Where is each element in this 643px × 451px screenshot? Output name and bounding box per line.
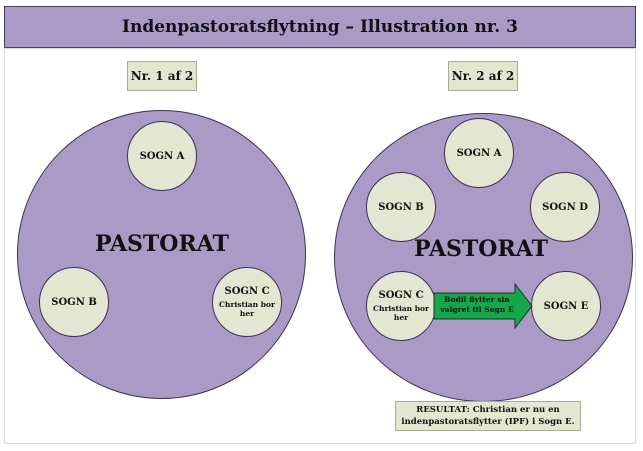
sogn-name: SOGN C [224, 286, 270, 297]
sogn-name: SOGN A [456, 147, 502, 159]
panel-2-sogn-b: SOGN B [366, 172, 436, 242]
result-box: RESULTAT: Christian er nu en indenpastor… [395, 401, 581, 431]
sogn-note: Christian bor her [373, 304, 429, 322]
sogn-name: SOGN B [378, 201, 424, 213]
panel-1-sogn-b: SOGN B [39, 267, 109, 337]
arrow-shape [433, 283, 533, 329]
panel-2-sogn-d: SOGN D [530, 172, 600, 242]
panel-1-sogn-c: SOGN C Christian bor her [212, 267, 282, 337]
sogn-note: Christian bor her [219, 300, 275, 318]
result-text: RESULTAT: Christian er nu en indenpastor… [401, 405, 575, 427]
panel-1-label: Nr. 1 af 2 [127, 61, 197, 91]
sogn-name: SOGN E [543, 300, 589, 312]
page-title: Indenpastoratsflytning – Illustration nr… [122, 17, 518, 37]
panel-2-sogn-c: SOGN C Christian bor her [366, 271, 436, 341]
panel-1-sogn-a: SOGN A [127, 121, 197, 191]
sogn-name: SOGN C [378, 290, 424, 301]
panel-2-pastorat-label: PASTORAT [414, 236, 548, 262]
panel-2-sogn-a: SOGN A [444, 118, 514, 188]
panel-2-sogn-e: SOGN E [531, 271, 601, 341]
sogn-name: SOGN A [139, 150, 185, 162]
panel-2-label: Nr. 2 af 2 [448, 61, 518, 91]
diagram-frame [4, 48, 636, 444]
title-bar: Indenpastoratsflytning – Illustration nr… [4, 6, 636, 48]
sogn-name: SOGN D [542, 201, 588, 213]
arrow-label: Bodil flytter sin valgret til Sogn E [440, 295, 514, 314]
sogn-name: SOGN B [51, 296, 97, 308]
panel-1-pastorat-label: PASTORAT [95, 231, 229, 257]
move-arrow-icon [433, 283, 533, 329]
